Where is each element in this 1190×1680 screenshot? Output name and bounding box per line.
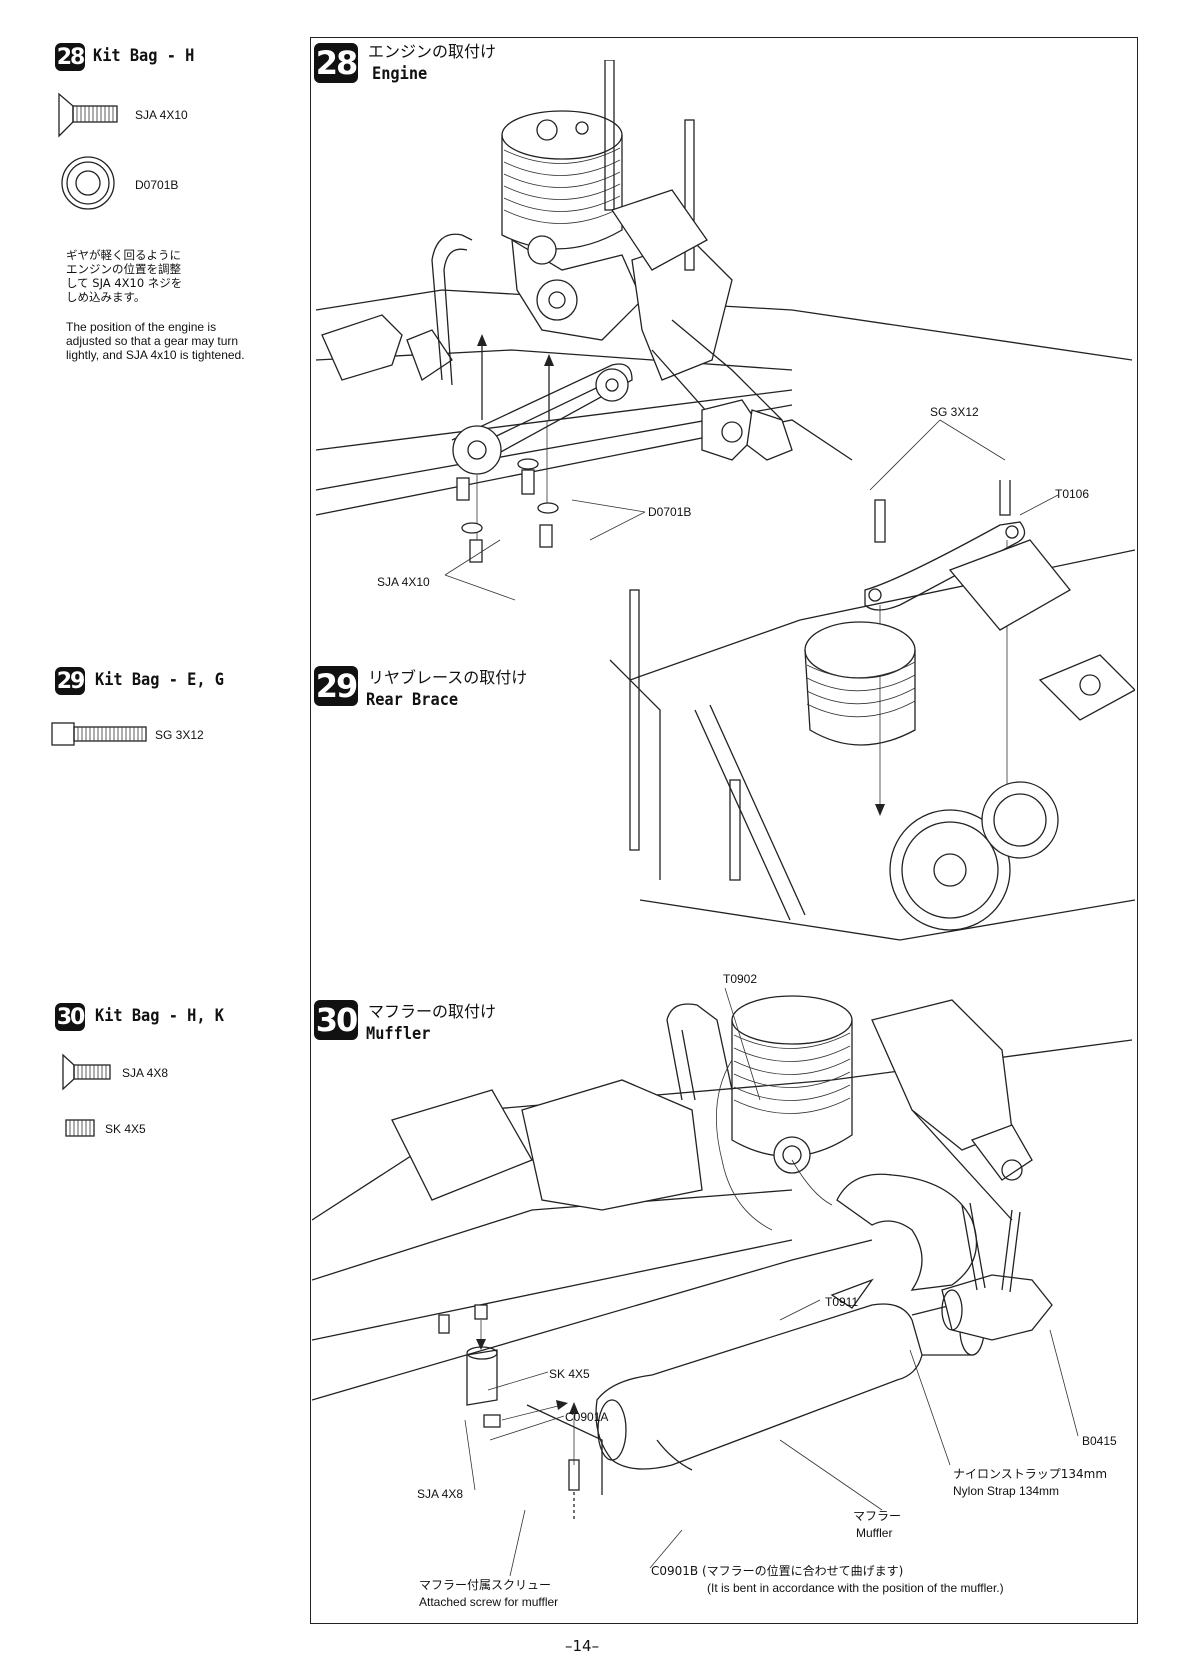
step-28-main-badge: 28: [314, 43, 358, 83]
callout-sk-4x5: SK 4X5: [549, 1367, 590, 1381]
engine-assembly-drawing: [315, 60, 1132, 563]
note-jp-28: ギヤが軽く回るように エンジンの位置を調整 して SJA 4X10 ネジを しめ…: [66, 248, 183, 304]
callout-t0106: T0106: [1055, 487, 1090, 501]
callout-muffler-en: Muffler: [856, 1526, 893, 1540]
callout-sja-4x8: SJA 4X8: [417, 1487, 464, 1501]
callout-c0901b-jp: C0901B (マフラーの位置に合わせて曲げます): [651, 1564, 904, 1578]
part-label-sja-4x10: SJA 4X10: [135, 108, 188, 122]
note-en-28: The position of the engine is adjusted s…: [66, 320, 245, 362]
step-29-main-badge: 29: [314, 666, 358, 706]
flat-head-screw-icon: [58, 92, 118, 138]
step-28-title-jp: エンジンの取付け: [368, 42, 497, 61]
page-number: –14–: [565, 1637, 600, 1655]
set-screw-icon: [65, 1119, 95, 1137]
rear-brace-drawing: [609, 480, 1135, 941]
kit-bag-28-title: Kit Bag - H: [93, 46, 195, 66]
step-30-leader-lines: [464, 987, 1079, 1577]
callout-b0415: B0415: [1082, 1434, 1117, 1448]
step-30-title-en: Muffler: [366, 1024, 431, 1044]
washer-icon: [61, 156, 115, 210]
part-label-sg-3x12: SG 3X12: [155, 728, 204, 742]
callout-sja-4x10: SJA 4X10: [377, 575, 430, 589]
callout-muffler-jp: マフラー: [853, 1509, 902, 1523]
cap-screw-icon: [51, 722, 147, 746]
instruction-frame: [310, 37, 1138, 1624]
step-30-title-jp: マフラーの取付け: [368, 1002, 497, 1021]
callout-nylon-strap-jp: ナイロンストラップ134mm: [953, 1467, 1108, 1481]
step-30-main-badge: 30: [314, 1000, 358, 1040]
kit-bag-30-title: Kit Bag - H, K: [95, 1006, 224, 1026]
callout-nylon-strap-en: Nylon Strap 134mm: [953, 1484, 1060, 1498]
step-30-badge: 30: [55, 1003, 85, 1031]
muffler-assembly-drawing: [312, 995, 1132, 1520]
part-label-sk-4x5: SK 4X5: [105, 1122, 146, 1136]
flat-head-screw-icon: [62, 1053, 111, 1091]
step-29-title-jp: リヤブレースの取付け: [368, 668, 528, 687]
step-29-badge: 29: [55, 667, 85, 695]
kit-bag-29-title: Kit Bag - E, G: [95, 670, 224, 690]
part-label-sja-4x8: SJA 4X8: [122, 1066, 169, 1080]
callout-c0901b-en: (It is bent in accordance with the posit…: [707, 1581, 1004, 1595]
callout-t0902: T0902: [723, 972, 758, 986]
step-29-title-en: Rear Brace: [366, 690, 459, 710]
callout-attached-screw-jp: マフラー付属スクリュー: [419, 1578, 552, 1592]
callout-c0901a: C0901A: [565, 1410, 609, 1424]
callout-t0911: T0911: [825, 1295, 859, 1309]
callout-sg-3x12: SG 3X12: [930, 405, 979, 419]
part-label-d0701b: D0701B: [135, 178, 179, 192]
step-28-title-en: Engine: [372, 64, 428, 84]
callout-attached-screw-en: Attached screw for muffler: [419, 1595, 559, 1609]
step-28-badge: 28: [55, 43, 85, 71]
callout-d0701b: D0701B: [648, 505, 692, 519]
step-28-leader-lines: [444, 419, 1059, 601]
